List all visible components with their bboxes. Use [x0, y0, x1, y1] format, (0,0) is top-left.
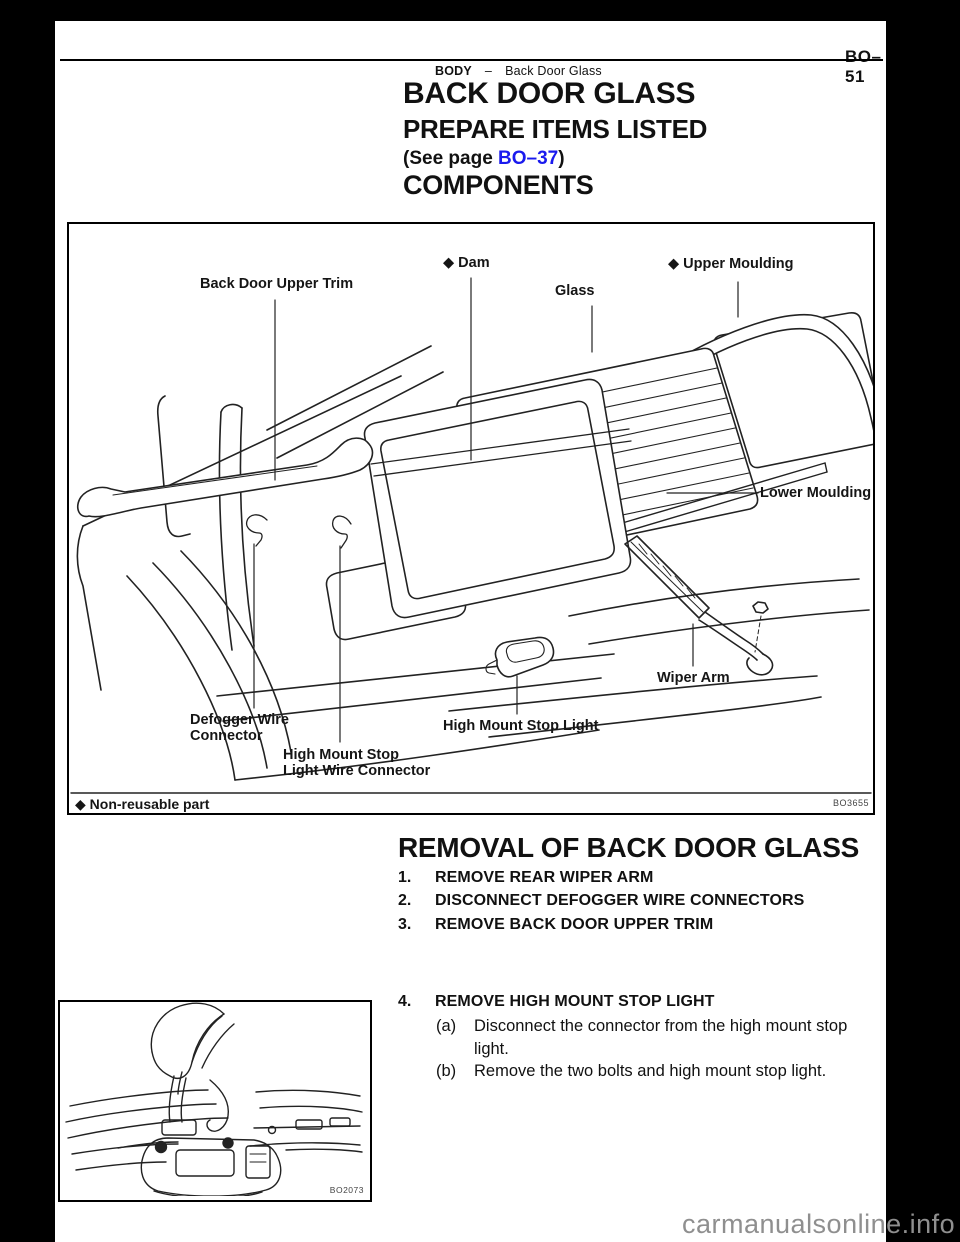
label-back-door-upper-trim: Back Door Upper Trim — [200, 276, 354, 292]
label-lower-moulding: Lower Moulding — [760, 485, 872, 501]
page-number: BO–51 — [845, 47, 882, 86]
label-dam: ◆ Dam — [443, 255, 490, 271]
step-number: 1. — [398, 869, 412, 886]
header-section: BODY — [435, 64, 472, 78]
header-subsection: Back Door Glass — [505, 64, 602, 78]
components-diagram — [69, 224, 873, 813]
connector-strap — [162, 1076, 228, 1135]
glass-with-upper-moulding — [663, 313, 873, 468]
paper-sheet: BO–51 BODY–Back Door Glass BACK DOOR GLA… — [55, 21, 886, 1242]
prepare-items-heading: PREPARE ITEMS LISTED — [403, 114, 708, 144]
door-frame-window — [364, 379, 630, 617]
step-text: REMOVE BACK DOOR UPPER TRIM — [435, 916, 714, 933]
see-page-prefix: (See page — [403, 148, 499, 169]
substep-text-wrap: light. — [474, 1040, 509, 1058]
back-door-upper-trim-part — [78, 438, 373, 517]
wiper-arm-part — [625, 536, 773, 675]
substep-marker: (b) — [436, 1062, 457, 1080]
step-text: REMOVE HIGH MOUNT STOP LIGHT — [435, 993, 715, 1010]
stop-light-removal-figure: BO2073 — [58, 1000, 372, 1202]
body-panel-lines — [66, 1090, 362, 1170]
van-body — [77, 346, 869, 780]
label-defogger-wire-connector: Defogger Wire Connector — [190, 712, 289, 744]
label-upper-moulding: ◆ Upper Moulding — [668, 256, 794, 272]
label-hmsl-wire-connector: High Mount Stop Light Wire Connector — [283, 747, 431, 779]
substep-text: Remove the two bolts and high mount stop… — [474, 1062, 827, 1080]
step-number: 3. — [398, 916, 412, 933]
high-mount-stop-light-part — [486, 637, 554, 676]
label-glass: Glass — [555, 283, 595, 299]
substep-text: Disconnect the connector from the high m… — [474, 1017, 848, 1035]
removal-heading: REMOVAL OF BACK DOOR GLASS — [398, 832, 859, 863]
wire-connector-pigtails — [247, 515, 351, 548]
see-page-suffix: ) — [558, 148, 565, 169]
components-figure: Back Door Upper Trim ◆ Dam Glass ◆ Upper… — [67, 222, 875, 815]
figure1-code: BO3655 — [833, 798, 870, 808]
step-number: 2. — [398, 892, 412, 909]
step-text: REMOVE REAR WIPER ARM — [435, 869, 654, 886]
watermark: carmanualsonline.info — [682, 1209, 956, 1239]
legend-non-reusable: ◆ Non-reusable part — [75, 796, 210, 812]
stop-light-removal-diagram — [60, 1002, 366, 1196]
stop-light-housing — [141, 1138, 280, 1196]
figure2-code: BO2073 — [329, 1185, 364, 1195]
step-text: DISCONNECT DEFOGGER WIRE CONNECTORS — [435, 892, 805, 909]
header-rule — [60, 59, 883, 61]
substep-marker: (a) — [436, 1017, 457, 1035]
label-wiper-arm: Wiper Arm — [657, 670, 730, 686]
components-heading: COMPONENTS — [403, 170, 594, 200]
hand — [151, 1003, 234, 1094]
see-page-link[interactable]: BO–37 — [498, 148, 559, 169]
header-dash: – — [484, 64, 493, 78]
running-header: BODY–Back Door Glass — [435, 64, 602, 78]
step-number: 4. — [398, 993, 412, 1010]
see-page-note: (See page BO–37) — [403, 149, 565, 168]
leader-lines — [254, 278, 758, 742]
page-title: BACK DOOR GLASS — [403, 77, 696, 110]
label-high-mount-stop-light: High Mount Stop Light — [443, 718, 599, 734]
dam-strip — [371, 429, 631, 476]
